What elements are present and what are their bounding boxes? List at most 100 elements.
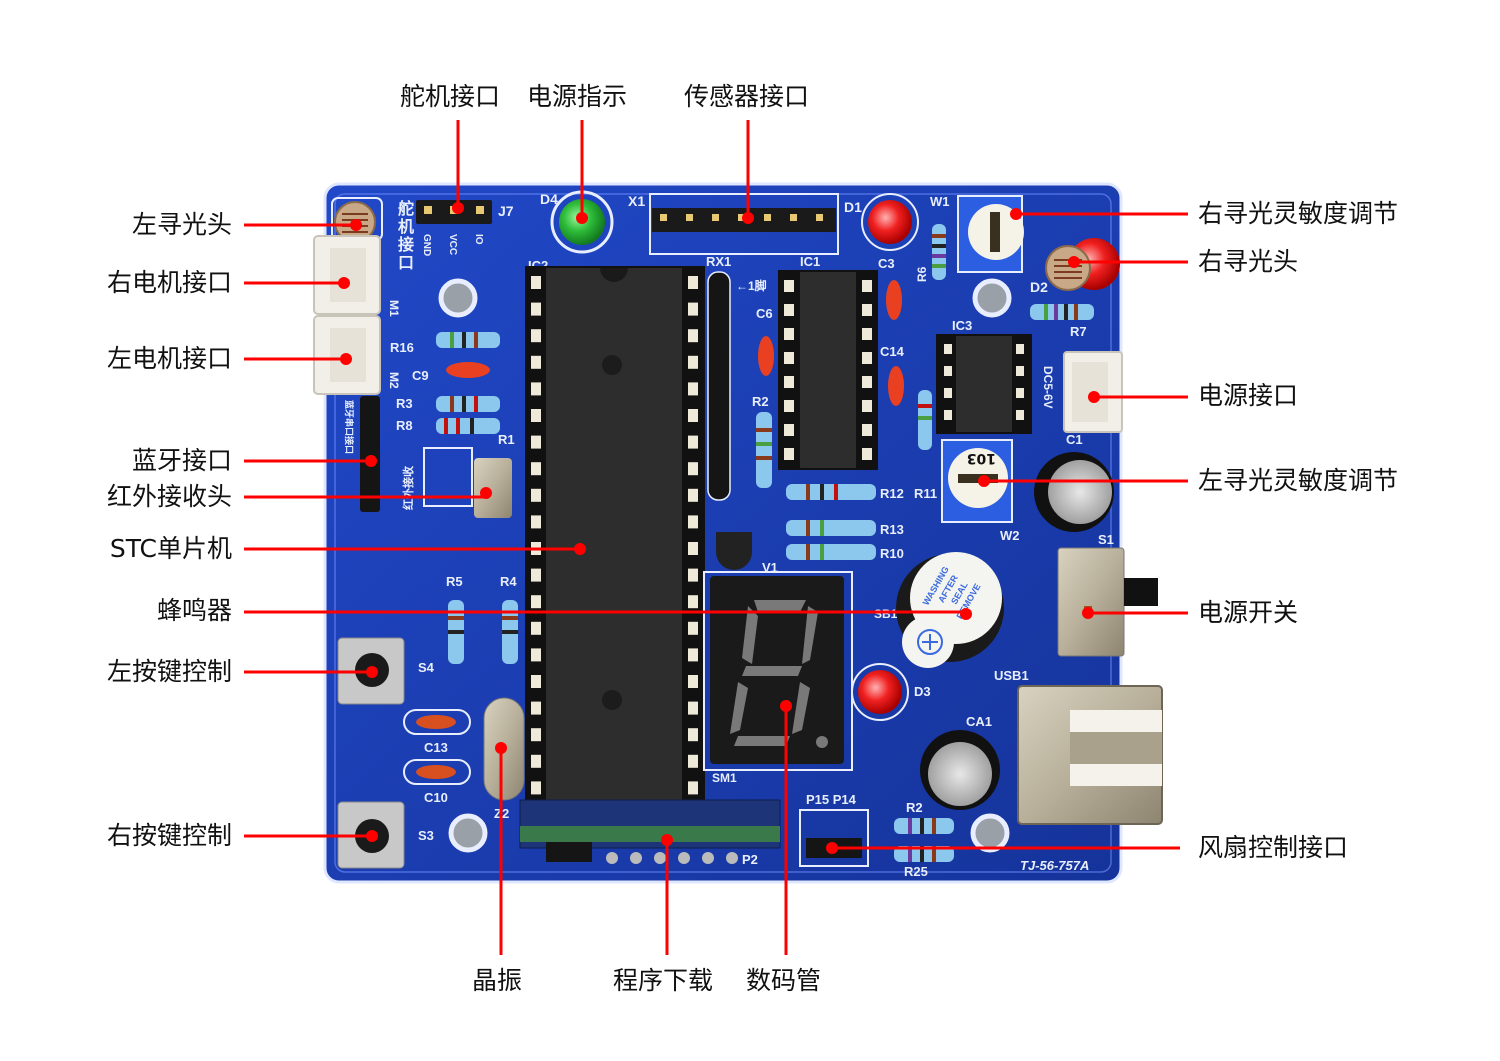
label-right-key: 右按键控制 <box>106 821 232 850</box>
silk-d2: D2 <box>1030 279 1048 295</box>
mcu-pin <box>688 329 698 343</box>
mcu-pin <box>688 302 698 316</box>
silk-r4: R4 <box>500 574 517 589</box>
leader-dot-right-key <box>366 830 378 842</box>
leader-dot-bluetooth <box>365 455 377 467</box>
silk-dc: DC5-6V <box>1041 366 1055 409</box>
ceramic-caps: C3 C14 C6 <box>756 256 905 406</box>
mcu-pin <box>531 276 541 289</box>
silk-r16: R16 <box>390 340 414 355</box>
silk-c1: C1 <box>1066 432 1083 447</box>
mcu-pin <box>688 595 698 609</box>
rx1-socket: RX1 ←1脚 <box>706 254 767 501</box>
leader-dot-right-motor <box>338 277 350 289</box>
label-download: 程序下载 <box>613 966 714 995</box>
resistors-r5-r4: R5 R4 <box>446 574 518 664</box>
silk-r2: R2 <box>752 394 769 409</box>
leader-dot-power-led <box>576 212 588 224</box>
leader-dot-segment <box>780 700 792 712</box>
silk-r6: R6 <box>915 266 929 282</box>
label-right-sens: 右寻光灵敏度调节 <box>1198 199 1399 228</box>
mcu-pin <box>531 701 541 715</box>
mcu-pin <box>688 648 698 662</box>
mcu-pin <box>688 701 698 715</box>
mcu-pin <box>531 754 541 768</box>
ic1-pin <box>784 400 794 412</box>
mcu-pin <box>531 568 541 582</box>
right-photoresistor-d2: D2 <box>1030 238 1120 295</box>
silk-r5: R5 <box>446 574 463 589</box>
mcu-pin <box>688 355 698 369</box>
capacitor-c1 <box>1034 452 1114 532</box>
ic1-pin <box>862 352 872 364</box>
mcu-pin <box>531 409 541 422</box>
ic1-pin <box>862 448 872 460</box>
silk-sm1: SM1 <box>712 771 737 785</box>
leader-dot-mcu <box>574 543 586 555</box>
mcu-pin <box>531 488 541 502</box>
silk-r11: R11 <box>914 486 937 501</box>
mcu-pin <box>688 728 698 742</box>
leader-dot-right-sens <box>1010 208 1022 220</box>
resistors-bottom-right: R2 R25 <box>894 800 954 879</box>
silk-m2: M2 <box>387 372 401 389</box>
leader-dot-ir <box>480 487 492 499</box>
silk-r8: R8 <box>396 418 413 433</box>
label-left-motor: 左电机接口 <box>106 344 232 373</box>
silk-s3: S3 <box>418 828 434 843</box>
mcu-pin <box>688 675 698 688</box>
leader-dot-power-port <box>1088 391 1100 403</box>
label-servo: 舵机接口 <box>400 82 501 111</box>
ic1-pin <box>862 328 872 340</box>
bluetooth-header: 蓝牙串口接口 <box>344 396 380 512</box>
ic3: IC3 <box>936 318 1032 434</box>
label-ir: 红外接收头 <box>106 482 232 511</box>
mcu-pin <box>531 329 541 343</box>
mcu-pin <box>688 542 698 555</box>
silk-c3: C3 <box>878 256 895 271</box>
mcu-pin <box>531 648 541 662</box>
resistors-middle: R2 R12 R11 R13 R10 <box>752 390 937 561</box>
silk-servo-2: 机 <box>398 217 414 236</box>
mcu-pin <box>688 276 698 289</box>
silk-c10: C10 <box>424 790 448 805</box>
mcu-pin <box>531 675 541 688</box>
mcu-pin <box>531 595 541 609</box>
silk-c14: C14 <box>880 344 905 359</box>
caps-c13-c10: C13 C10 <box>403 709 471 805</box>
ic1-pin <box>784 376 794 388</box>
silk-c13: C13 <box>424 740 448 755</box>
ic1: IC1 <box>778 254 878 470</box>
resistors-left: R16 C9 R3 R8 R1 <box>390 332 515 447</box>
ic1-pin <box>784 304 794 316</box>
silk-pin1: ←1脚 <box>736 278 767 293</box>
label-bluetooth: 蓝牙接口 <box>131 446 232 475</box>
silk-w1: W1 <box>930 194 950 209</box>
label-left-sens: 左寻光灵敏度调节 <box>1198 466 1399 495</box>
mcu-pin <box>531 462 541 476</box>
potentiometer-w2: 103 W2 <box>941 439 1020 543</box>
mcu-ic2: IC2 <box>525 258 705 810</box>
ic1-pin <box>784 328 794 340</box>
silk-usb1: USB1 <box>994 668 1029 683</box>
buzzer-sb1: SB1 WASHING AFTER SEAL REMOVE <box>874 552 1004 668</box>
silk-ir: 红外接收 <box>401 466 415 510</box>
mounting-holes <box>438 278 1012 853</box>
mcu-pin <box>688 781 698 795</box>
ic1-pin <box>784 280 794 292</box>
label-power-switch: 电源开关 <box>1198 598 1299 627</box>
label-crystal: 晶振 <box>472 966 523 995</box>
silk-d3: D3 <box>914 684 931 699</box>
silk-ic3: IC3 <box>952 318 972 333</box>
label-left-photo: 左寻光头 <box>131 210 232 239</box>
mcu-pin <box>531 515 541 529</box>
seven-segment-display: SM1 <box>703 571 853 785</box>
ic1-pin <box>784 352 794 364</box>
mcu-pin <box>531 781 541 795</box>
silk-s4: S4 <box>418 660 435 675</box>
mcu-pin <box>531 302 541 316</box>
silk-p15p14: P15 P14 <box>806 792 857 807</box>
leader-dot-servo <box>452 202 464 214</box>
label-buzzer: 蜂鸣器 <box>156 596 232 625</box>
